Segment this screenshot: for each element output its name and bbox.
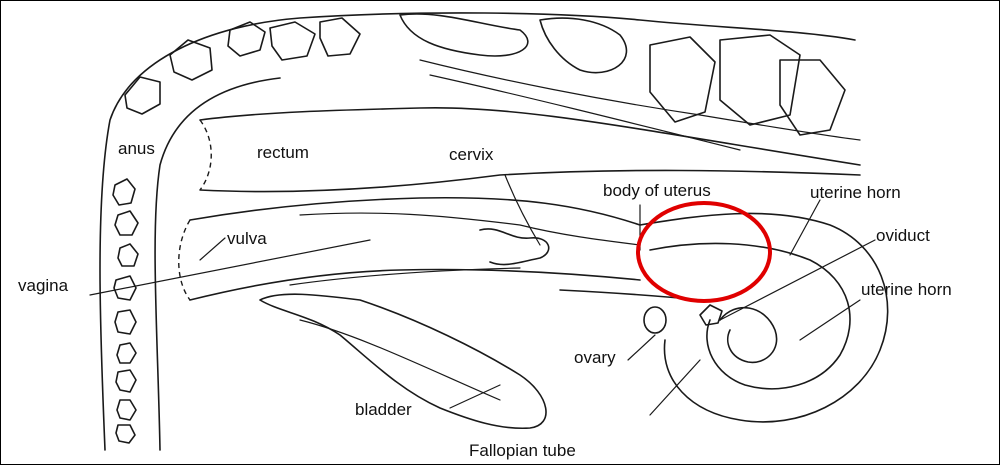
label-fallopian-tube: Fallopian tube <box>469 441 576 460</box>
label-oviduct: oviduct <box>876 226 930 245</box>
label-uterine-horn-right: uterine horn <box>861 280 952 299</box>
label-vagina: vagina <box>18 276 69 295</box>
uterine-horns <box>640 213 888 421</box>
rectum-shape <box>200 60 860 192</box>
vertebrae <box>113 14 845 443</box>
label-rectum: rectum <box>257 143 309 162</box>
highlight-circle <box>638 203 770 301</box>
label-anus: anus <box>118 139 155 158</box>
label-vulva: vulva <box>227 229 267 248</box>
label-ovary: ovary <box>574 348 616 367</box>
label-uterine-horn-top: uterine horn <box>810 183 901 202</box>
label-cervix: cervix <box>449 145 494 164</box>
label-bladder: bladder <box>355 400 412 419</box>
label-body-of-uterus: body of uterus <box>603 181 711 200</box>
reproductive-tract <box>179 198 700 300</box>
ovaries <box>644 305 722 333</box>
